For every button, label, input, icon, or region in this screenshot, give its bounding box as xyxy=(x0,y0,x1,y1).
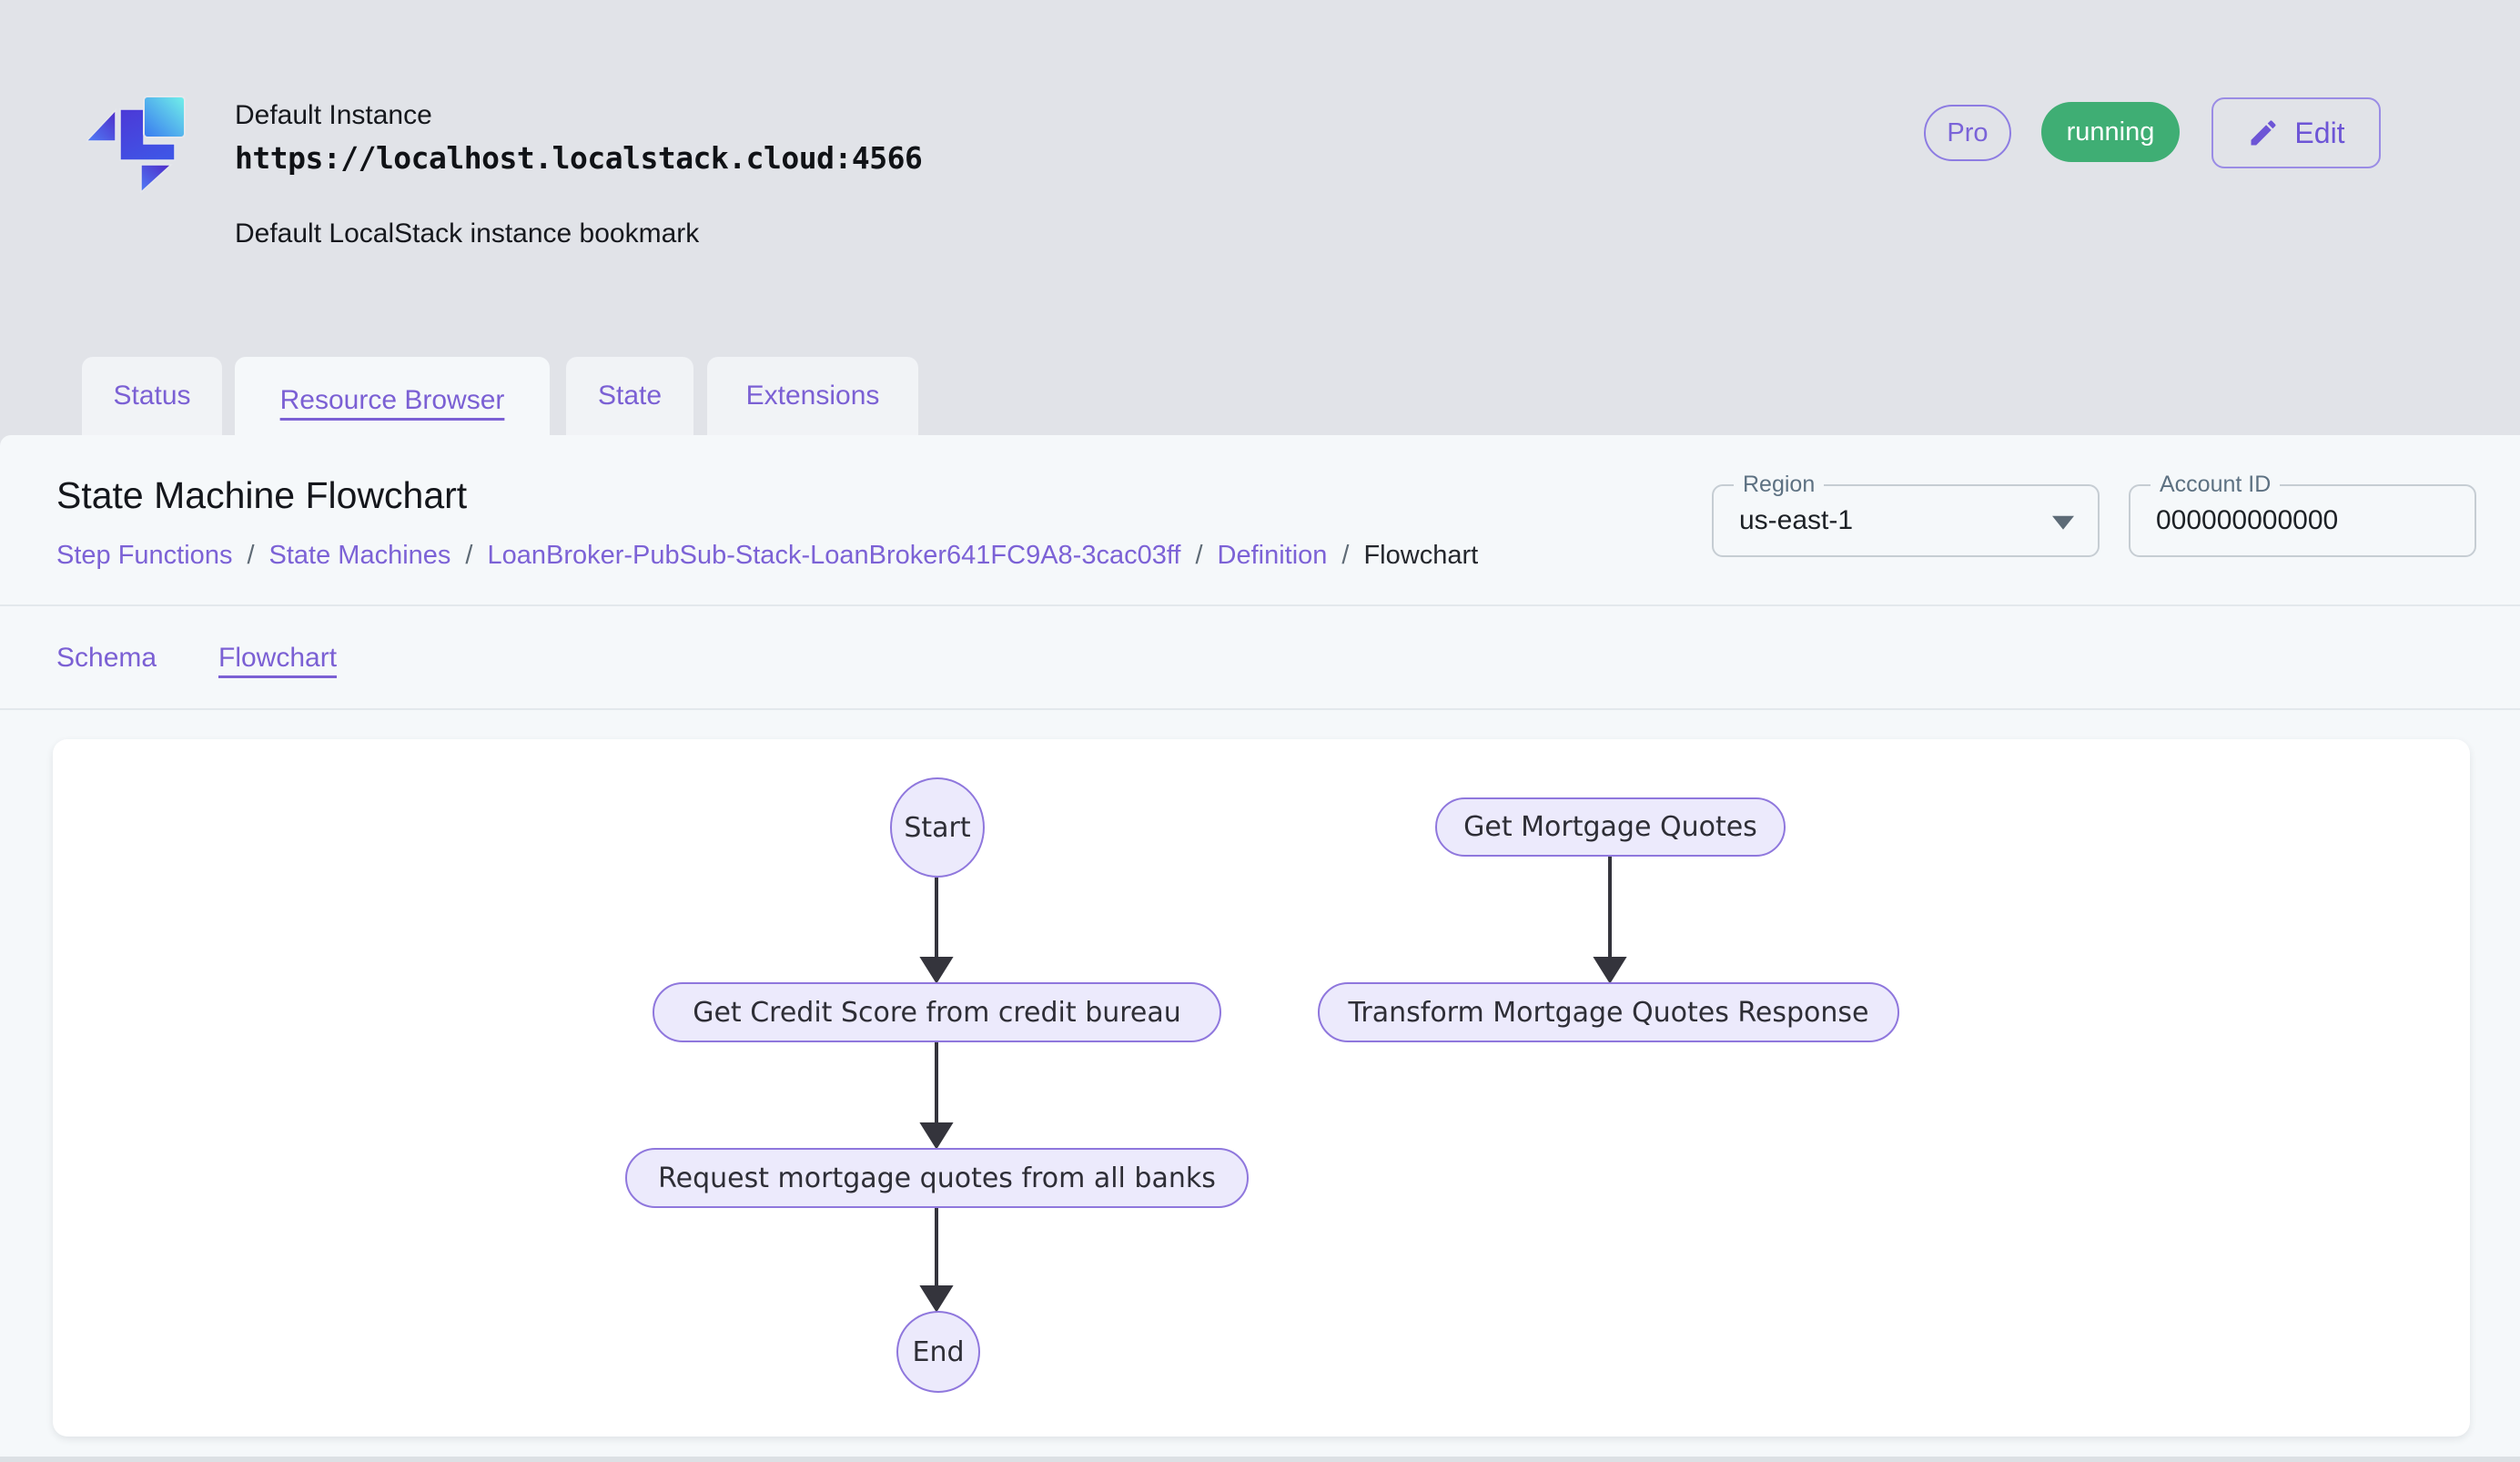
divider xyxy=(0,708,2520,710)
flowchart-node-end: End xyxy=(896,1311,980,1393)
edit-button-label: Edit xyxy=(2294,116,2345,149)
instance-url: https://localhost.localstack.cloud:4566 xyxy=(235,140,923,176)
flowchart-card: Start Get Credit Score from credit burea… xyxy=(53,739,2470,1437)
chevron-down-icon xyxy=(2052,515,2074,530)
breadcrumb: Step Functions / State Machines / LoanBr… xyxy=(56,541,1478,571)
breadcrumb-separator: / xyxy=(247,541,255,570)
region-select-label: Region xyxy=(1734,472,1825,498)
tab-status[interactable]: Status xyxy=(82,357,222,435)
flowchart-node-request-quotes: Request mortgage quotes from all banks xyxy=(625,1148,1249,1208)
breadcrumb-separator: / xyxy=(1341,541,1350,570)
pro-badge: Pro xyxy=(1924,105,2011,161)
breadcrumb-link-step-functions[interactable]: Step Functions xyxy=(56,541,233,570)
flowchart-node-start: Start xyxy=(890,777,985,878)
pencil-icon xyxy=(2251,120,2276,146)
breadcrumb-link-state-machines[interactable]: State Machines xyxy=(268,541,451,570)
edit-button[interactable]: Edit xyxy=(2211,97,2381,168)
account-id-input[interactable] xyxy=(2156,486,2447,555)
page-title: State Machine Flowchart xyxy=(56,474,468,516)
tab-extensions[interactable]: Extensions xyxy=(707,357,918,435)
region-select[interactable]: Region us-east-1 xyxy=(1712,472,2100,557)
tab-state[interactable]: State xyxy=(566,357,693,435)
tab-resource-browser[interactable]: Resource Browser xyxy=(235,357,550,444)
flowchart-edges xyxy=(919,857,1627,1313)
breadcrumb-separator: / xyxy=(465,541,473,570)
subtab-flowchart[interactable]: Flowchart xyxy=(218,643,338,673)
divider xyxy=(0,604,2520,606)
flowchart-node-get-mortgage-quotes: Get Mortgage Quotes xyxy=(1435,797,1786,857)
instance-name: Default Instance xyxy=(235,100,432,130)
breadcrumb-link-definition[interactable]: Definition xyxy=(1217,541,1328,570)
localstack-logo xyxy=(86,96,186,193)
resource-browser-panel: State Machine Flowchart Step Functions /… xyxy=(0,435,2520,1462)
flowchart-node-transform-response: Transform Mortgage Quotes Response xyxy=(1318,982,1899,1042)
flowchart-node-get-credit-score: Get Credit Score from credit bureau xyxy=(653,982,1221,1042)
instance-description: Default LocalStack instance bookmark xyxy=(235,218,700,249)
region-select-value: us-east-1 xyxy=(1739,505,1854,535)
subtab-schema[interactable]: Schema xyxy=(56,643,157,673)
account-id-field: Account ID xyxy=(2129,472,2476,557)
breadcrumb-link-state-machine-name[interactable]: LoanBroker-PubSub-Stack-LoanBroker641FC9… xyxy=(487,541,1181,570)
status-badge: running xyxy=(2041,102,2180,162)
breadcrumb-separator: / xyxy=(1195,541,1203,570)
breadcrumb-current: Flowchart xyxy=(1363,541,1479,570)
window-bottom-edge xyxy=(0,1457,2520,1462)
